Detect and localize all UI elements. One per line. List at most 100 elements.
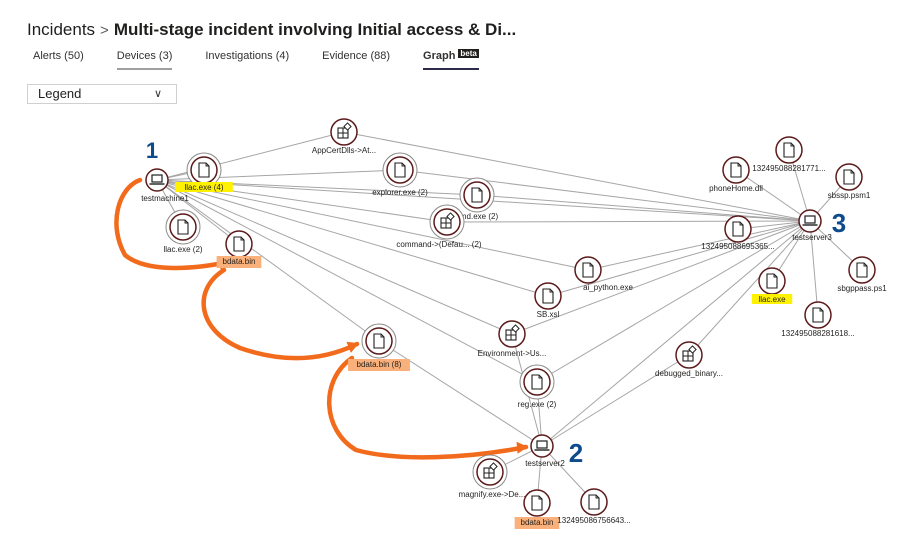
graph-node-regexe[interactable]: reg.exe (2) — [518, 364, 557, 409]
registry-icon — [440, 212, 455, 229]
graph-node-testserver2[interactable]: testserver2 — [525, 434, 565, 468]
graph-edge — [476, 194, 811, 222]
file-icon — [531, 495, 543, 511]
file-icon — [732, 221, 744, 237]
graph-edge — [378, 340, 543, 447]
graph-node-explorer[interactable]: explorer.exe (2) — [372, 152, 428, 197]
node-label: llac.exe (4) — [184, 183, 223, 192]
node-label: ai_python.exe — [583, 283, 633, 292]
laptop-icon — [534, 440, 550, 451]
file-icon — [582, 262, 594, 278]
graph-edge — [156, 179, 240, 245]
graph-node-f281771[interactable]: 132495088281771... — [752, 136, 826, 173]
file-icon — [531, 374, 543, 390]
graph-node-sbgppass[interactable]: sbgppass.ps1 — [837, 256, 887, 293]
label-highlight — [751, 294, 793, 304]
tab-graph-label: Graph — [423, 50, 456, 62]
graph-node-debugged[interactable]: debugged_binary... — [655, 341, 723, 378]
graph-node-bdata1[interactable]: bdata.bin — [216, 230, 262, 268]
graph-node-llac2[interactable]: llac.exe (2) — [163, 209, 203, 254]
graph-node-sbxsl[interactable]: SB.xsl — [534, 282, 562, 319]
file-icon — [730, 162, 742, 178]
graph-edge — [343, 131, 811, 222]
node-label: md.exe (2) — [460, 212, 499, 221]
tab-bar: Alerts (50) Devices (3) Investigations (… — [33, 49, 512, 70]
file-icon — [812, 307, 824, 323]
arrowhead-icon — [346, 341, 359, 353]
node-label: sbgppass.ps1 — [837, 284, 887, 293]
graph-node-appcert[interactable]: AppCertDlls->At... — [312, 118, 376, 155]
node-label: llac.exe (2) — [163, 245, 202, 254]
node-label: magnify.exe->De... (2) — [459, 490, 538, 499]
node-label: bdata.bin — [223, 257, 256, 266]
node-label: llac.exe — [758, 295, 786, 304]
graph-node-f281618[interactable]: 132495088281618... — [781, 301, 855, 338]
node-label: sbssp.psm1 — [828, 191, 871, 200]
tab-investigations[interactable]: Investigations (4) — [205, 50, 290, 62]
node-circle — [798, 209, 822, 233]
graph-node-environment[interactable]: Environment->Us... — [478, 320, 547, 358]
file-icon — [394, 162, 406, 178]
graph-edge — [541, 220, 811, 447]
graph-edge — [511, 220, 811, 335]
graph-node-testserver3[interactable]: testserver3 — [792, 209, 832, 242]
node-circle — [476, 458, 504, 486]
graph-node-bdata8[interactable]: bdata.bin (8) — [348, 323, 410, 371]
tab-evidence[interactable]: Evidence (88) — [322, 50, 391, 62]
file-icon — [766, 273, 778, 289]
graph-edge — [541, 354, 690, 447]
graph-edge — [446, 220, 811, 223]
graph-node-f756643[interactable]: 132495086756643... — [557, 488, 631, 525]
graph-node-phonehome[interactable]: phoneHome.dll — [709, 156, 763, 193]
graph-edge — [156, 179, 380, 342]
node-circle — [530, 434, 554, 458]
laptop-icon — [802, 215, 818, 226]
arrowhead-icon — [516, 441, 528, 454]
file-icon — [783, 142, 795, 158]
node-circle — [145, 168, 169, 192]
legend-dropdown[interactable]: Legend ∨ — [27, 84, 177, 104]
graph-node-magnify[interactable]: magnify.exe->De... (2) — [459, 454, 538, 499]
node-label: phoneHome.dll — [709, 184, 763, 193]
tab-devices[interactable]: Devices (3) — [116, 50, 173, 70]
registry-icon — [337, 122, 352, 139]
tab-alerts[interactable]: Alerts (50) — [33, 50, 84, 62]
node-label: explorer.exe (2) — [372, 188, 428, 197]
node-label: debugged_binary... — [655, 369, 723, 378]
graph-edge — [399, 169, 811, 222]
node-circle — [498, 320, 526, 348]
graph-edge — [156, 179, 538, 383]
node-circle — [433, 208, 461, 236]
node-label: testserver2 — [525, 459, 565, 468]
graph-node-cmd[interactable]: md.exe (2) — [459, 177, 499, 221]
graph-node-sbssp[interactable]: sbssp.psm1 — [828, 163, 871, 200]
graph-node-testmachine1[interactable]: testmachine1 — [141, 168, 189, 203]
graph-node-bdata2[interactable]: bdata.bin — [514, 489, 560, 529]
graph-node-aipython[interactable]: ai_python.exe — [574, 256, 633, 292]
node-label: command->(Defau... (2) — [396, 240, 481, 249]
annotation-arrow — [114, 177, 231, 271]
graph-node-f695365[interactable]: 132495088695365... — [701, 215, 775, 251]
node-circle — [675, 341, 703, 369]
annotation-arrow — [201, 267, 360, 361]
node-label: bdata.bin (8) — [357, 360, 402, 369]
node-label: bdata.bin — [521, 518, 554, 527]
file-icon — [373, 333, 385, 349]
label-highlight — [348, 359, 410, 371]
breadcrumb-incidents[interactable]: Incidents — [27, 20, 96, 39]
page-title: Multi-stage incident involving Initial a… — [113, 20, 517, 39]
graph-edge — [809, 220, 819, 316]
graph-node-command[interactable]: command->(Defau... (2) — [396, 204, 482, 249]
registry-icon — [505, 324, 520, 341]
node-label: reg.exe (2) — [518, 400, 557, 409]
file-icon — [177, 219, 189, 235]
file-icon — [198, 162, 210, 178]
graph-node-llac3[interactable]: llac.exe — [751, 267, 793, 304]
annotation-arrow — [327, 355, 529, 460]
graph-node-llac4[interactable]: llac.exe (4) — [175, 152, 233, 192]
node-label: SB.xsl — [537, 310, 560, 319]
graph-edge — [735, 169, 811, 222]
